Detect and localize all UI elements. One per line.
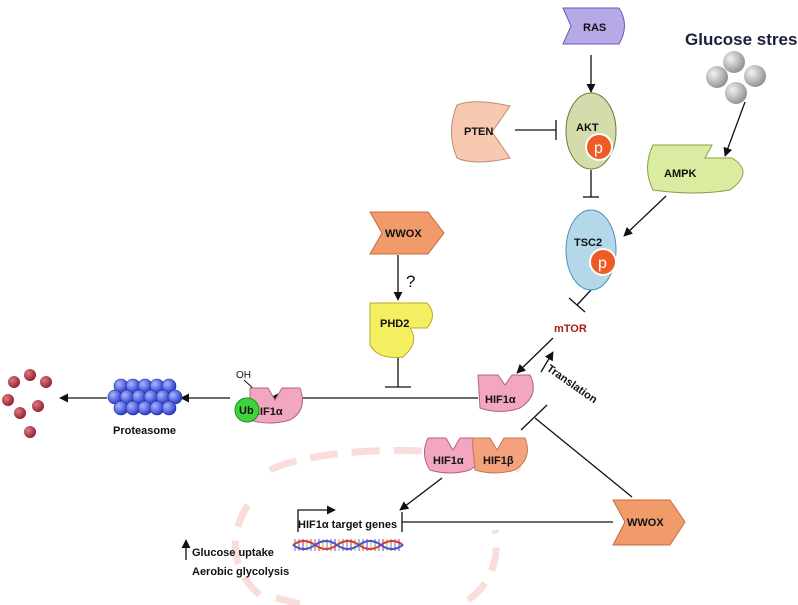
target-genes-label: HIF1α target genes: [298, 519, 397, 531]
pten-node: PTEN: [451, 101, 511, 163]
proteasome-node: Proteasome: [107, 378, 183, 437]
degraded-fragments: [2, 369, 52, 438]
ub-label: Ub: [239, 405, 254, 417]
akt-node: AKT p: [565, 92, 617, 170]
akt-label: AKT: [576, 122, 599, 134]
hif1a-center-node: HIF1α: [477, 374, 534, 412]
transcription-arrow: [297, 505, 336, 532]
glucose-stress: Glucose stress: [685, 30, 798, 104]
proteasome-subunit: [161, 400, 177, 416]
edge-mtor-hif1a: [516, 337, 554, 374]
ras-node: RAS: [562, 7, 625, 45]
glucose-uptake-label: Glucose uptake: [192, 547, 274, 559]
tsc2-label: TSC2: [574, 237, 602, 249]
wwox-bottom-node: WWOX: [612, 499, 686, 546]
dna-helix: [292, 539, 404, 551]
edge-tsc2-mtor: [576, 289, 592, 306]
akt-phospho-label: p: [594, 140, 603, 157]
proteasome-label: Proteasome: [113, 425, 176, 437]
tsc2-phospho-label: p: [598, 255, 607, 272]
aerobic-glycolysis-label: Aerobic glycolysis: [192, 566, 289, 578]
ampk-label: AMPK: [664, 168, 696, 180]
hif1a-center-label: HIF1α: [485, 394, 516, 406]
edge-translation: [540, 351, 554, 373]
question-mark: ?: [406, 272, 415, 291]
wwox-top-label: WWOX: [385, 228, 422, 240]
oh-label: OH: [236, 370, 251, 381]
hif1b-dimer-label: HIF1β: [483, 455, 514, 467]
edge-wwox-hif1a: [534, 417, 633, 498]
ras-label: RAS: [583, 22, 606, 34]
hif-dimer-node: HIF1α HIF1β: [424, 437, 528, 474]
tsc2-node: TSC2 p: [565, 209, 617, 291]
hif1a-dimer-label: HIF1α: [433, 455, 464, 467]
phd2-label: PHD2: [380, 318, 409, 330]
edges: [59, 55, 746, 560]
hif1a-ub-label: HIF1α: [252, 406, 283, 418]
edge-ampk-tsc2: [623, 195, 667, 237]
glucose-stress-label: Glucose stress: [685, 30, 798, 49]
wwox-bottom-label: WWOX: [627, 517, 664, 529]
ub-hif1a-node: OH HIF1α Ub: [234, 370, 303, 424]
ampk-node: AMPK: [647, 144, 744, 194]
wwox-top-node: WWOX: [369, 211, 445, 255]
edge-glucose-ampk: [723, 101, 746, 157]
translation-label: Translation: [544, 363, 599, 407]
edge-dimer-genes: [399, 477, 443, 511]
phd2-node: PHD2: [369, 302, 433, 358]
mtor-label: mTOR: [554, 323, 587, 335]
pten-label: PTEN: [464, 126, 493, 138]
